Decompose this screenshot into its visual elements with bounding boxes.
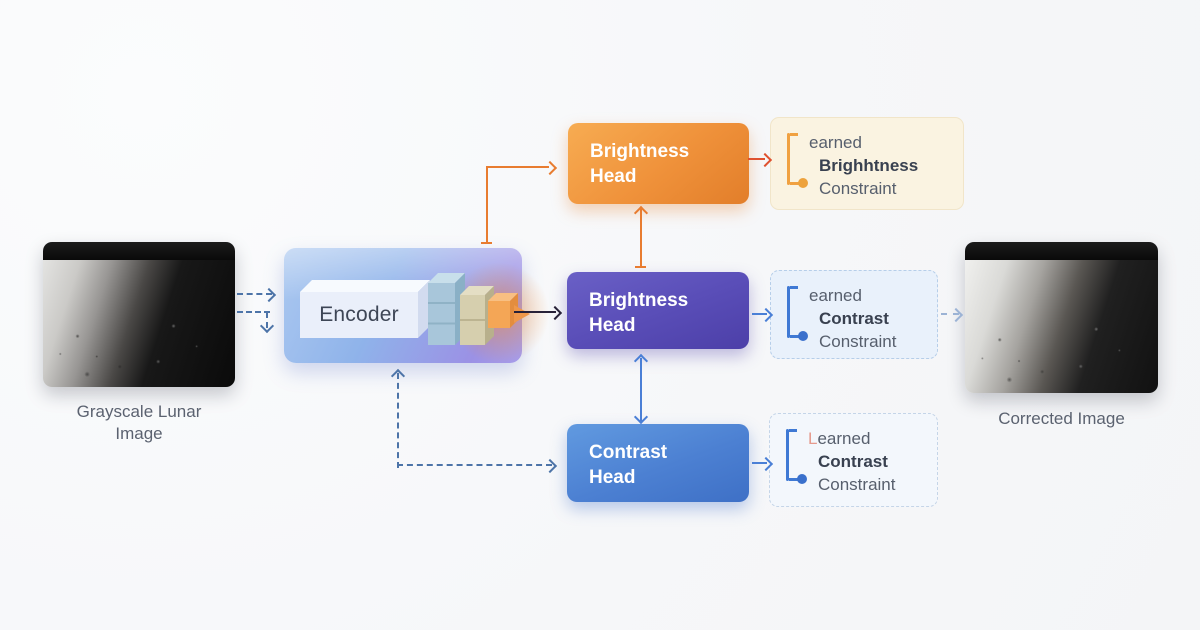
- constraint-line: Constraint: [819, 332, 897, 351]
- arrow-image-elbow: [237, 311, 270, 313]
- feedback-elbow-h: [397, 464, 552, 466]
- arrow-image-to-encoder: [237, 293, 272, 295]
- lunar-surface: [43, 260, 235, 387]
- constraint-line: Constraint: [819, 179, 897, 198]
- arrow-contrasthead-to-constraint: [752, 462, 767, 464]
- encoder-label: Encoder: [319, 303, 399, 326]
- axis-glyph-icon: [784, 427, 807, 485]
- grayscale-lunar-image: [43, 242, 235, 387]
- arrowhead-right-icon: [542, 160, 558, 176]
- photo-top-bar: [43, 242, 235, 260]
- brightness-head-top: Brightness Head: [568, 123, 749, 204]
- arrow-tophead-to-constraint: [748, 158, 765, 160]
- head-label-line: Head: [589, 315, 636, 336]
- constraint-line: Learned: [808, 429, 871, 448]
- axis-glyph-icon: [785, 131, 808, 189]
- constraint-text: earned Brighhtness Constraint: [809, 131, 919, 201]
- feature-cube-tan: [460, 286, 494, 345]
- input-image-caption: Grayscale Lunar Image: [29, 401, 249, 445]
- head-label-line: Contrast: [589, 442, 668, 463]
- orange-arrow-foot: [481, 242, 492, 244]
- arrowhead-right-icon: [948, 307, 964, 323]
- constraint-line: Brighhtness: [819, 156, 919, 175]
- corrected-image: [965, 242, 1158, 393]
- constraint-line: earned: [809, 286, 862, 305]
- arrow-midhead-to-constraint: [752, 313, 767, 315]
- constraint-line: Contrast: [819, 309, 889, 328]
- head-label-line: Brightness: [589, 290, 689, 311]
- arrowhead-right-icon: [542, 458, 558, 474]
- constraint-line: Contrast: [818, 452, 888, 471]
- arrow-encoder-to-tophead-h: [486, 166, 549, 168]
- lunar-speckles: [43, 260, 235, 387]
- brightness-head-mid: Brightness Head: [567, 272, 749, 349]
- feedback-elbow-v: [397, 373, 399, 468]
- caption-line: Grayscale Lunar: [76, 402, 202, 421]
- axis-glyph-icon: [785, 284, 808, 342]
- head-label-line: Head: [590, 166, 637, 187]
- encoder-panel: Encoder: [284, 248, 554, 368]
- feature-cube-blue: [428, 273, 465, 345]
- feature-cone-icon: [514, 305, 530, 323]
- contrast-head: Contrast Head: [567, 424, 749, 502]
- arrowhead-up-icon: [633, 205, 649, 221]
- arrow-midhead-contrasthead: [640, 358, 642, 421]
- output-image-caption: Corrected Image: [998, 409, 1125, 428]
- constraint-line: earned: [809, 133, 862, 152]
- arrowhead-down-icon: [633, 409, 649, 425]
- arrowhead-up-icon: [390, 368, 406, 384]
- arrowhead-up-icon: [633, 353, 649, 369]
- lunar-speckles: [965, 260, 1158, 393]
- constraint-line: Constraint: [818, 475, 896, 494]
- learned-contrast-constraint-card-bottom: Learned Contrast Constraint: [769, 413, 938, 507]
- orange-arrow-foot: [635, 266, 646, 268]
- arrow-image-elbow-v: [266, 312, 268, 328]
- arrow-encoder-to-topheard-v: [486, 166, 488, 243]
- arrow-constraint-to-output: [941, 313, 959, 315]
- arrowhead-down-icon: [259, 318, 275, 334]
- learned-contrast-constraint-card-mid: earned Contrast Constraint: [770, 270, 938, 359]
- head-label-line: Head: [589, 467, 636, 488]
- constraint-text: Learned Contrast Constraint: [808, 427, 896, 498]
- arrow-encoder-to-midhead: [514, 311, 556, 313]
- encoder-block: Encoder: [300, 280, 430, 338]
- constraint-text: earned Contrast Constraint: [809, 284, 897, 351]
- caption-line: Image: [115, 424, 163, 443]
- arrow-midhead-to-tophead: [640, 209, 642, 267]
- head-label-line: Brightness: [590, 141, 690, 162]
- lunar-surface: [965, 260, 1158, 393]
- photo-top-bar: [965, 242, 1158, 260]
- block-top-face: [300, 280, 430, 292]
- learned-brightness-constraint-card: earned Brighhtness Constraint: [770, 117, 964, 210]
- feature-cube-orange: [488, 293, 518, 328]
- arrowhead-right-icon: [261, 287, 277, 303]
